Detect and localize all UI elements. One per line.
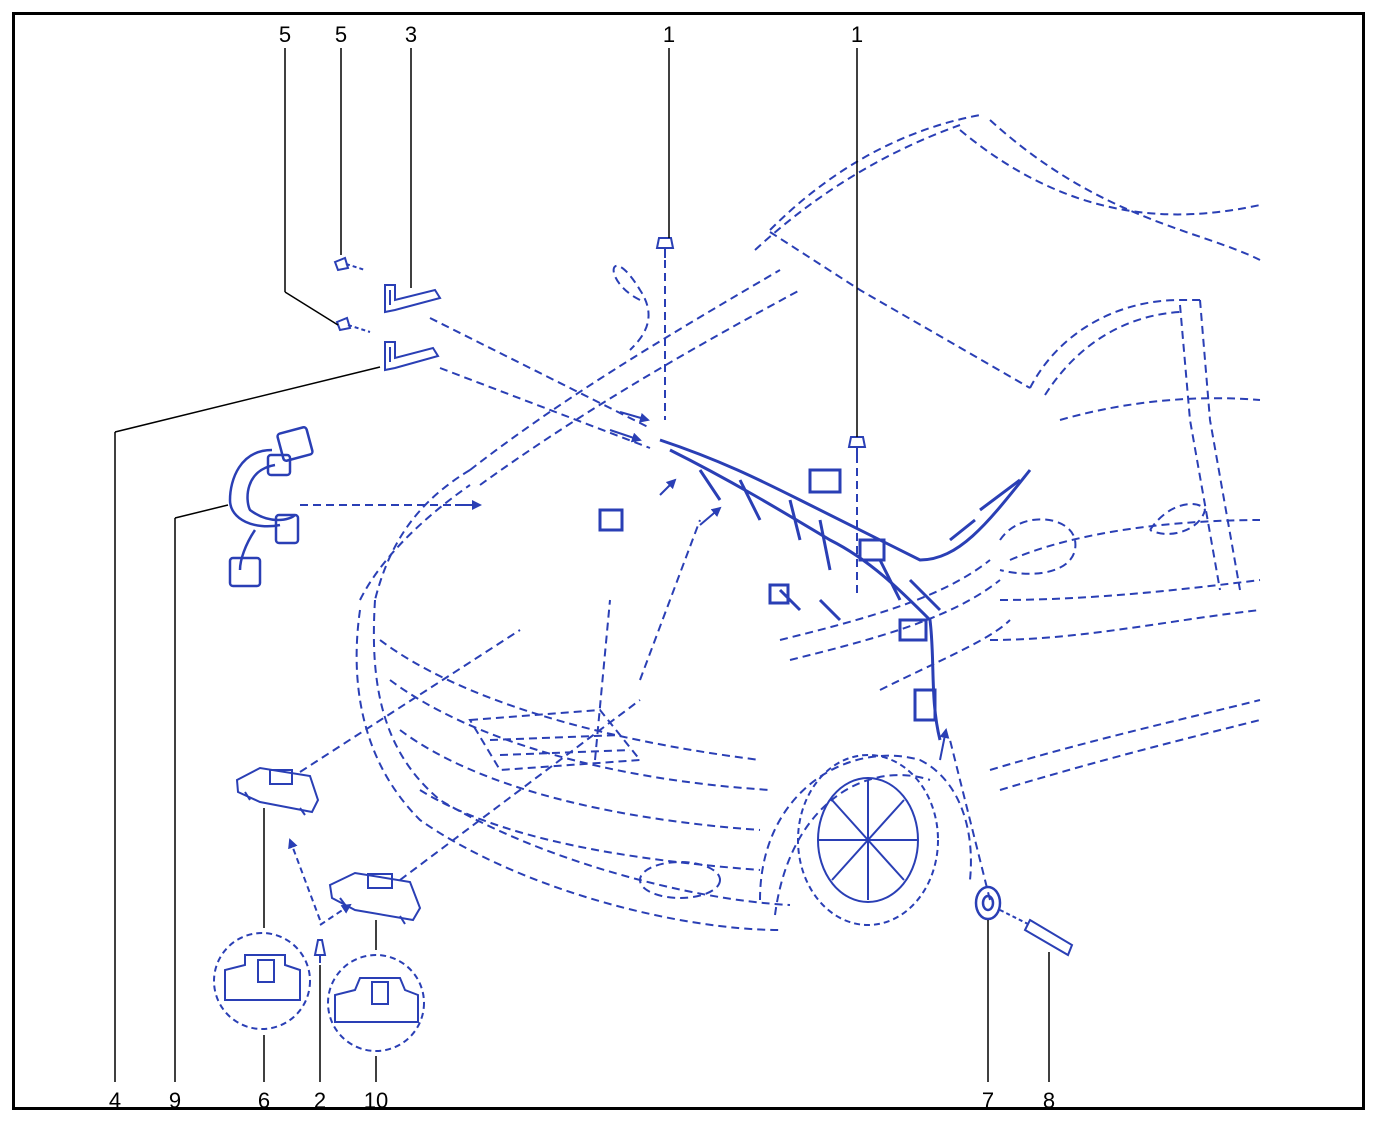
wiring-harness (598, 438, 1032, 741)
leader-lines (114, 48, 1050, 1082)
callout-6: 6 (257, 1088, 271, 1113)
diagram-frame (12, 12, 1365, 1110)
bracket-4 (384, 341, 440, 372)
bracket-6 (235, 766, 320, 816)
grommet-7 (974, 885, 1002, 921)
callout-2: 2 (313, 1088, 327, 1113)
bracket-10 (328, 871, 422, 925)
insertion-arrows (288, 411, 950, 926)
screw-5-upper (333, 256, 366, 272)
callout-8: 8 (1042, 1088, 1056, 1113)
callout-7: 7 (981, 1088, 995, 1113)
detail-view-10 (327, 954, 425, 1052)
callout-5-right: 5 (334, 22, 348, 47)
screw-5-lower (335, 316, 371, 333)
callout-3: 3 (404, 22, 418, 47)
callout-1-left: 1 (662, 22, 676, 47)
wheel (797, 754, 939, 926)
callout-1-right: 1 (850, 22, 864, 47)
bracket-3 (384, 284, 442, 314)
callout-10: 10 (363, 1088, 389, 1113)
callout-9: 9 (168, 1088, 182, 1113)
bolt-1-right (847, 436, 867, 457)
clip-2 (313, 939, 327, 963)
callout-5-left: 5 (278, 22, 292, 47)
detail-view-6 (213, 932, 311, 1030)
sub-harness-9 (228, 426, 314, 588)
vehicle-body (299, 114, 1261, 931)
bolt-1-left (655, 237, 675, 258)
stud-8 (999, 909, 1074, 957)
callout-4: 4 (108, 1088, 122, 1113)
